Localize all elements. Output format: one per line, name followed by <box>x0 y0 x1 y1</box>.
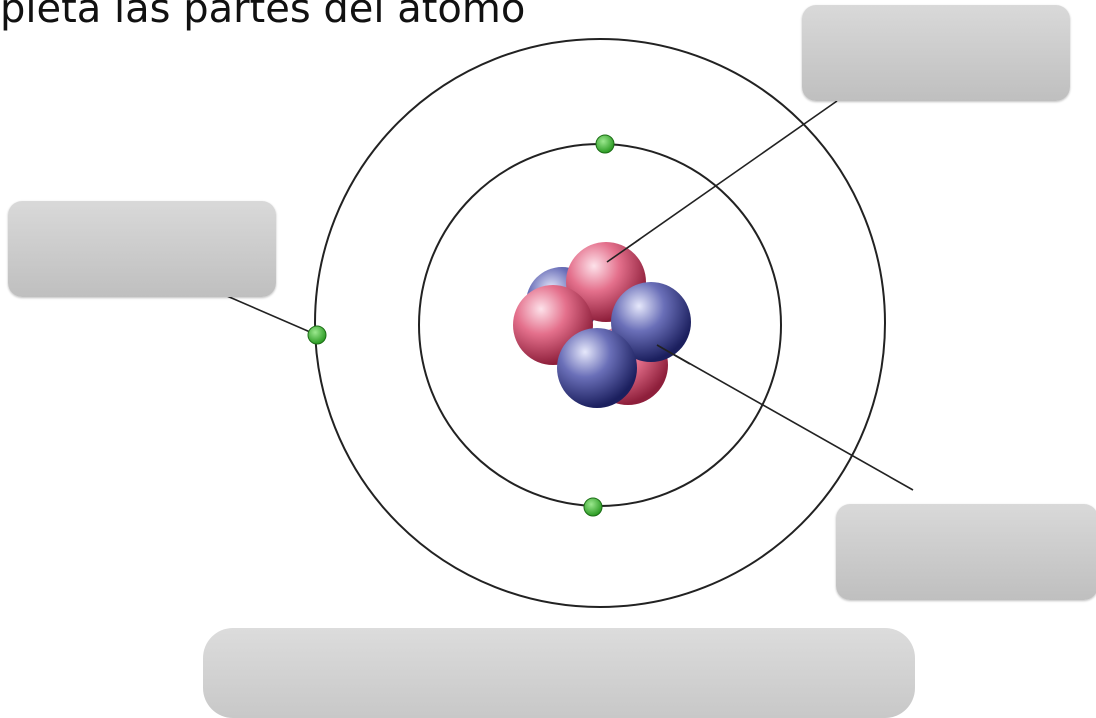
electron-top <box>595 134 615 154</box>
electron-left <box>307 325 327 345</box>
pointer-line-bottom-right <box>656 344 914 491</box>
inner-orbit <box>418 143 782 507</box>
electron-bottom <box>583 497 603 517</box>
pointer-line-top-right <box>606 100 838 263</box>
pointer-line-top-right-tip <box>606 238 641 263</box>
page-title: pleta las partes del átomo <box>0 0 526 32</box>
pointer-line-left <box>219 292 318 336</box>
atom-diagram <box>219 38 914 608</box>
pointer-line-bottom-right-tip <box>656 344 691 365</box>
label-box-top-right[interactable] <box>802 5 1070 101</box>
neutron-right <box>611 282 691 362</box>
label-box-left[interactable] <box>8 201 276 297</box>
outer-orbit <box>314 38 886 608</box>
answer-bar[interactable] <box>203 628 915 718</box>
neutron-front <box>557 328 637 408</box>
label-box-bottom-right[interactable] <box>836 504 1096 600</box>
